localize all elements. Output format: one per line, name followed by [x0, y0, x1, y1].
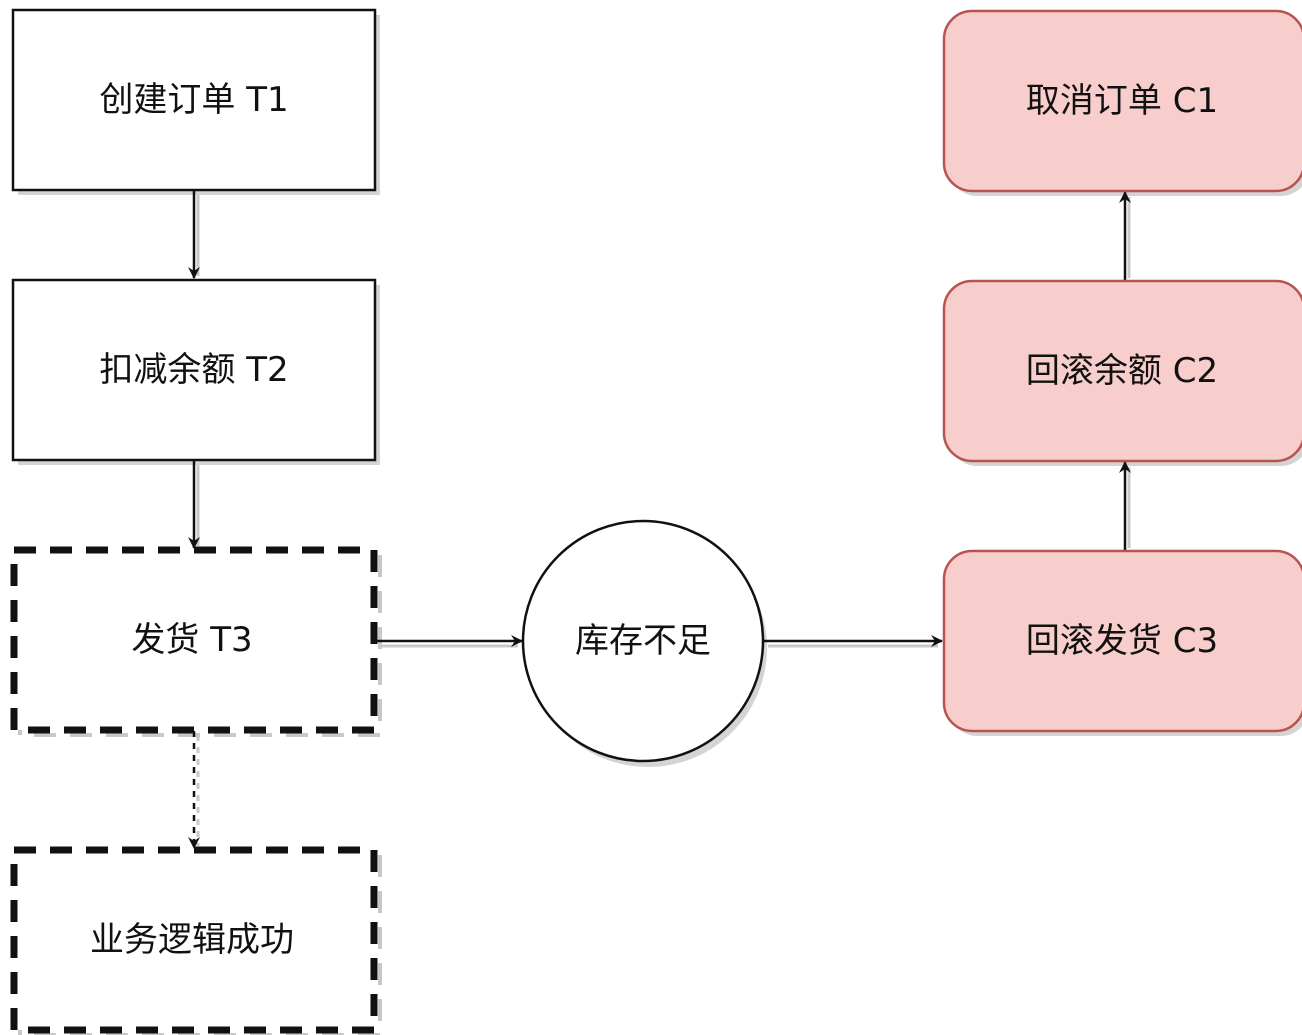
node-rollback-balance: 回滚余额 C2 — [942, 279, 1302, 463]
edges — [188, 191, 1131, 849]
node-rollback-ship: 回滚发货 C3 — [942, 549, 1302, 733]
node-create-order: 创建订单 T1 — [11, 8, 377, 192]
node-label: 库存不足 — [575, 621, 711, 661]
edge-shadows — [196, 195, 1131, 846]
node-label: 回滚余额 C2 — [1026, 351, 1218, 391]
node-ship: 发货 T3 — [10, 546, 378, 734]
node-deduct-balance: 扣减余额 T2 — [11, 278, 377, 462]
node-label: 回滚发货 C3 — [1026, 621, 1218, 661]
node-label: 取消订单 C1 — [1026, 81, 1218, 121]
node-insufficient-stock: 库存不足 — [521, 519, 765, 763]
node-cancel-order: 取消订单 C1 — [942, 9, 1302, 193]
node-label: 创建订单 T1 — [99, 80, 288, 120]
node-business-success: 业务逻辑成功 — [10, 846, 378, 1034]
node-label: 业务逻辑成功 — [90, 920, 294, 960]
node-label: 发货 T3 — [131, 620, 252, 660]
node-label: 扣减余额 T2 — [99, 350, 288, 390]
